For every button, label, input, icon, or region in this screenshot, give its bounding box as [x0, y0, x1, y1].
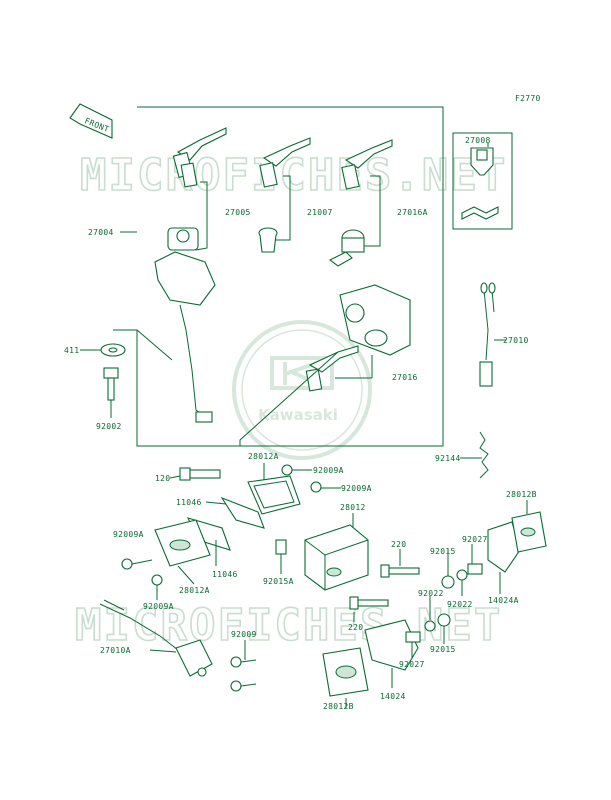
nut-92015-b — [437, 613, 451, 627]
label-220-b: 220 — [348, 623, 363, 632]
label-28012A-left: 28012A — [179, 586, 210, 595]
bracket-14024A — [487, 521, 521, 573]
bolt-92002 — [103, 367, 119, 401]
switch-wire-27010 — [479, 282, 496, 387]
figure-code: F2770 — [515, 94, 541, 103]
label-27016: 27016 — [392, 373, 418, 382]
washer-92022-a — [456, 569, 468, 581]
label-92027-a: 92027 — [462, 535, 488, 544]
label-92022-b: 92022 — [418, 589, 444, 598]
label-14024A: 14024A — [488, 596, 519, 605]
bolt-220-b — [349, 596, 389, 610]
label-92009A-low: 92009A — [143, 602, 174, 611]
screw-92009-b — [230, 680, 257, 692]
label-11046-b: 11046 — [212, 570, 238, 579]
label-27016A: 27016A — [397, 208, 428, 217]
cap-21007 — [258, 227, 278, 253]
label-92009A-mid: 92009A — [341, 484, 372, 493]
washer-411 — [100, 343, 126, 357]
nut-92009A-top — [281, 464, 293, 476]
cover-28012A-top — [247, 475, 301, 515]
frame-27004 — [120, 106, 444, 447]
label-21007: 21007 — [307, 208, 333, 217]
watermark-top: MICROFICHES.NET — [80, 150, 507, 201]
keys-27005 — [172, 127, 227, 188]
label-92015-a: 92015 — [430, 547, 456, 556]
seat-lock-27016 — [305, 284, 411, 392]
watermark-bottom: MICROFICHES.NET — [75, 600, 502, 651]
label-27005: 27005 — [225, 208, 251, 217]
screw-92009A-low — [151, 574, 163, 586]
label-92015A: 92015A — [263, 577, 294, 586]
label-92027-b: 92027 — [399, 660, 425, 669]
spacer-92027-a — [467, 563, 483, 575]
spring-92144 — [479, 431, 489, 479]
label-27010A: 27010A — [100, 646, 131, 655]
spacer-92027-b — [405, 631, 421, 643]
key-card-27008 — [452, 132, 513, 230]
label-28012A-top: 28012A — [248, 452, 279, 461]
label-28012: 28012 — [340, 503, 366, 512]
label-220-a: 220 — [391, 540, 406, 549]
label-92009: 92009 — [231, 630, 257, 639]
label-92002: 92002 — [96, 422, 122, 431]
label-28012B-right: 28012B — [506, 490, 537, 499]
keys-27016A — [341, 139, 393, 190]
label-14024: 14024 — [380, 692, 406, 701]
lock-27016A — [328, 229, 365, 267]
label-27010: 27010 — [503, 336, 529, 345]
screw-92009A-left — [121, 558, 153, 570]
label-120: 120 — [155, 474, 170, 483]
front-arrow-icon: FRONT — [69, 103, 113, 139]
label-92009A-left: 92009A — [113, 530, 144, 539]
ignition-switch — [154, 227, 216, 423]
kawasaki-logo: Kawasaki — [232, 320, 372, 460]
washer-92022-b — [424, 620, 436, 632]
lamp-28012A-left — [154, 519, 211, 567]
label-92144: 92144 — [435, 454, 461, 463]
bolt-120 — [179, 467, 221, 481]
label-27008: 27008 — [465, 136, 491, 145]
cover-28012B-right — [511, 511, 547, 553]
label-28012B-low: 28012B — [323, 702, 354, 711]
label-411: 411 — [64, 346, 79, 355]
label-92009A-top: 92009A — [313, 466, 344, 475]
label-27004: 27004 — [88, 228, 114, 237]
screw-92009-a — [230, 656, 257, 668]
bolt-92009A-mid — [310, 481, 322, 493]
keys-21007 — [259, 137, 311, 188]
kawasaki-logo-text: Kawasaki — [258, 406, 338, 424]
cover-28012B-low — [322, 647, 369, 697]
label-92022-a: 92022 — [447, 600, 473, 609]
lamp-housing-28012 — [304, 524, 369, 591]
bracket-14024 — [364, 619, 419, 671]
leader-lines — [80, 143, 528, 708]
bolt-220-a — [380, 564, 420, 578]
clip-92015A — [275, 539, 287, 555]
label-11046-a: 11046 — [176, 498, 202, 507]
nut-92015-a — [441, 575, 455, 589]
switch-wire-27010A — [99, 599, 213, 677]
label-92015-b: 92015 — [430, 645, 456, 654]
